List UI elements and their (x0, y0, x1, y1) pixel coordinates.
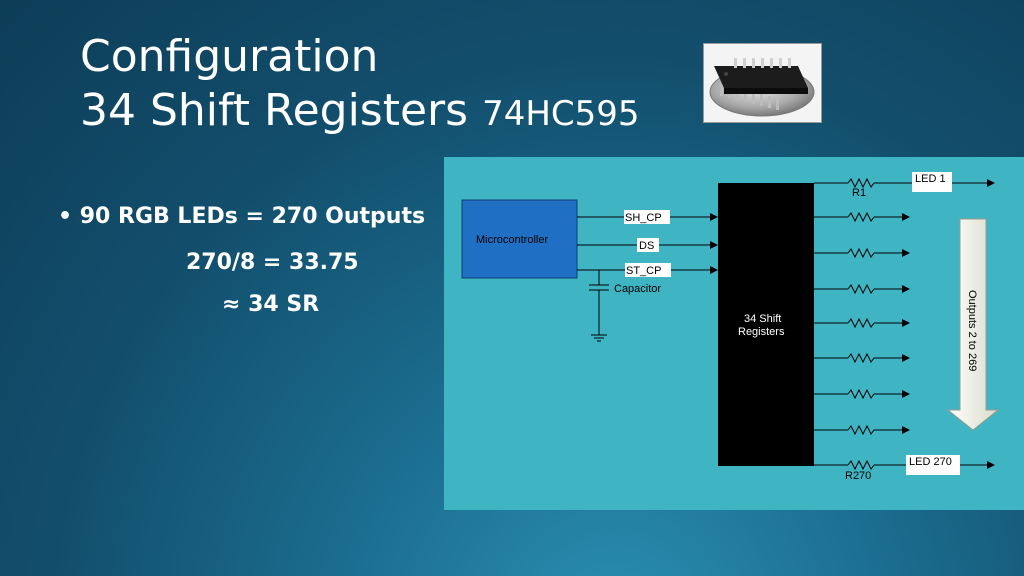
microcontroller-label: Microcontroller (476, 234, 548, 246)
led-270-label: LED 270 (909, 456, 952, 468)
microcontroller-block (461, 199, 578, 279)
st-cp-label: ST_CP (626, 265, 661, 277)
r270-label: R270 (845, 470, 871, 482)
capacitor-label: Capacitor (614, 283, 661, 295)
r1-label: R1 (852, 187, 866, 199)
outputs-range-label: Outputs 2 to 269 (966, 290, 978, 371)
shift-register-block (718, 183, 814, 466)
bullet-item: • 90 RGB LEDs = 270 Outputs (58, 204, 425, 229)
calc-line-1: 270/8 = 33.75 (186, 250, 359, 275)
outputs-arrow-icon (946, 218, 1000, 431)
bullet-text: 90 RGB LEDs = 270 Outputs (79, 204, 426, 229)
shift-register-label-1: 34 Shift (744, 313, 781, 325)
chip-photo-icon (703, 43, 822, 123)
circuit-diagram: Microcontroller SH_CP DS ST_CP Capacitor… (444, 157, 1024, 510)
title-suffix: 74HC595 (482, 94, 640, 134)
title-line-2: 34 Shift Registers (80, 85, 469, 136)
ds-label: DS (639, 240, 654, 252)
shift-register-label-2: Registers (738, 326, 785, 338)
bullet-dot: • (58, 204, 73, 229)
title-line-1: Configuration (80, 31, 379, 82)
slide-title: Configuration 34 Shift Registers 74HC595 (80, 30, 640, 141)
sh-cp-label: SH_CP (625, 212, 662, 224)
led-1-label: LED 1 (915, 173, 946, 185)
calc-line-2: ≈ 34 SR (222, 292, 320, 317)
